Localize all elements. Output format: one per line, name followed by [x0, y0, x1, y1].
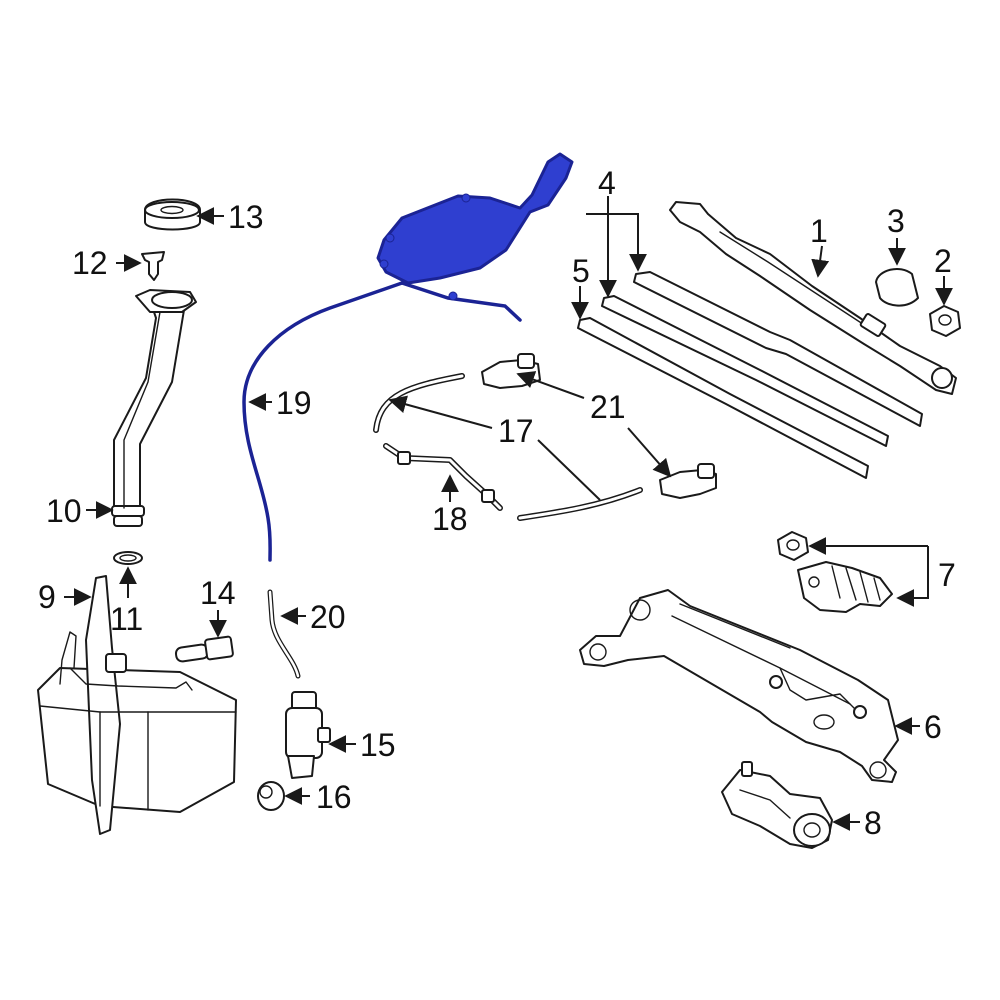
part-5-blade-refill[interactable]	[577, 317, 869, 479]
part-12-clip[interactable]	[141, 251, 165, 281]
callout-19: 19	[276, 385, 312, 421]
part-7-pivot-bracket[interactable]	[797, 561, 893, 613]
part-17-washer-hose[interactable]	[373, 373, 643, 521]
part-21-washer-nozzle-lower[interactable]	[659, 463, 717, 499]
pad-clip-1	[461, 193, 471, 203]
pad-clip-3	[379, 259, 389, 269]
part-4-wiper-blade[interactable]	[601, 271, 923, 447]
callout-10: 10	[46, 493, 82, 529]
part-9-washer-reservoir[interactable]	[37, 575, 237, 835]
callout-8: 8	[864, 805, 882, 841]
callout-17: 17	[498, 413, 534, 449]
callout-18: 18	[432, 501, 468, 537]
hose-branch-line	[400, 281, 522, 322]
leader-lines	[64, 196, 953, 831]
callout-9: 9	[38, 579, 56, 615]
part-1-wiper-arm[interactable]	[669, 201, 957, 395]
callout-11: 11	[110, 601, 143, 637]
part-21-washer-nozzle-upper[interactable]	[481, 353, 541, 389]
callout-15: 15	[360, 727, 396, 763]
part-2-nut[interactable]	[929, 305, 961, 337]
part-19-washer-hose-highlighted[interactable]	[242, 152, 574, 562]
callout-20: 20	[310, 599, 346, 635]
part-13-filler-cap[interactable]	[144, 198, 201, 231]
callout-6: 6	[924, 709, 942, 745]
callout-7: 7	[938, 557, 956, 593]
callout-3: 3	[887, 203, 905, 239]
callout-14: 14	[200, 575, 236, 611]
pad-clip-2	[385, 233, 395, 243]
part-18-connector-hose[interactable]	[383, 443, 503, 511]
part-7-pivot-nut[interactable]	[777, 531, 809, 561]
callout-2: 2	[934, 243, 952, 279]
part-20-hose[interactable]	[267, 589, 301, 679]
callout-16: 16	[316, 779, 352, 815]
callout-5: 5	[572, 253, 590, 289]
part-15-washer-pump[interactable]	[285, 691, 331, 779]
callout-12: 12	[72, 245, 108, 281]
hose-clip	[448, 291, 458, 301]
callout-1: 1	[810, 213, 828, 249]
callout-4: 4	[598, 165, 616, 201]
part-10-filler-neck[interactable]	[111, 289, 197, 527]
part-11-o-ring[interactable]	[113, 551, 143, 565]
hose-main-line	[242, 281, 404, 562]
callout-21: 21	[590, 389, 626, 425]
callout-labels: 1 2 3 4 5 6 7 8 9 10 11 12 13 14 15 16 1…	[38, 165, 956, 841]
callout-13: 13	[228, 199, 264, 235]
hood-insulator-pad	[376, 152, 574, 285]
part-16-grommet[interactable]	[257, 781, 285, 811]
part-14-level-sensor[interactable]	[174, 635, 234, 663]
part-3-arm-cap[interactable]	[875, 267, 919, 307]
part-8-wiper-motor[interactable]	[721, 761, 833, 849]
part-6-wiper-linkage[interactable]	[579, 589, 899, 783]
